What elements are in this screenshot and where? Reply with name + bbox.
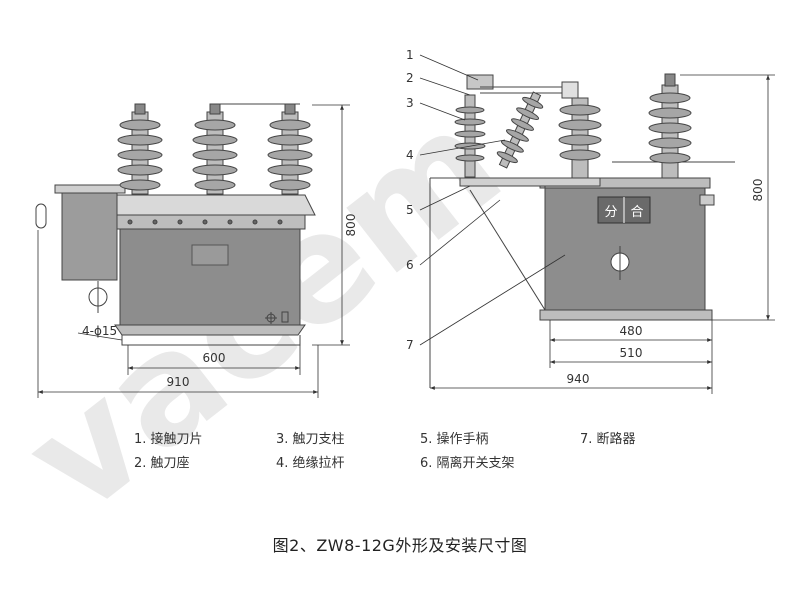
right-dimensions — [430, 74, 775, 394]
right-w2-dim: 510 — [620, 346, 643, 360]
callout-1: 1 — [406, 48, 414, 62]
legend-item-2: 2. 触刀座 — [134, 456, 190, 471]
callout-leaders — [419, 54, 566, 346]
callout-7: 7 — [406, 338, 414, 352]
right-height-dim: 800 — [751, 179, 765, 202]
right-view — [429, 74, 735, 388]
left-overall-dim: 910 — [167, 375, 190, 389]
plate-open-label: 分 — [604, 205, 617, 220]
left-bushings — [117, 103, 313, 195]
left-view — [35, 184, 316, 346]
callout-6: 6 — [406, 258, 414, 272]
left-base-dim: 600 — [203, 351, 226, 365]
legend-item-1: 1. 接触刀片 — [134, 432, 203, 447]
left-height-dim: 800 — [344, 214, 358, 237]
left-holes-dim: 4-ϕ15 — [82, 324, 117, 338]
right-overall-dim: 940 — [567, 372, 590, 386]
right-insulators — [454, 73, 692, 179]
legend-item-6: 6. 隔离开关支架 — [420, 456, 515, 471]
left-dimensions — [37, 104, 350, 398]
callout-2: 2 — [406, 71, 414, 85]
callout-3: 3 — [406, 96, 414, 110]
legend-item-3: 3. 触刀支柱 — [276, 432, 345, 447]
legend-item-4: 4. 绝缘拉杆 — [276, 456, 345, 471]
callout-4: 4 — [406, 148, 414, 162]
legend-item-7: 7. 断路器 — [580, 432, 636, 447]
legend-item-5: 5. 操作手柄 — [420, 432, 489, 447]
right-w1-dim: 480 — [620, 324, 643, 338]
figure-caption: 图2、ZW8-12G外形及安装尺寸图 — [272, 536, 528, 555]
plate-close-label: 合 — [630, 205, 643, 220]
callout-5: 5 — [406, 203, 414, 217]
